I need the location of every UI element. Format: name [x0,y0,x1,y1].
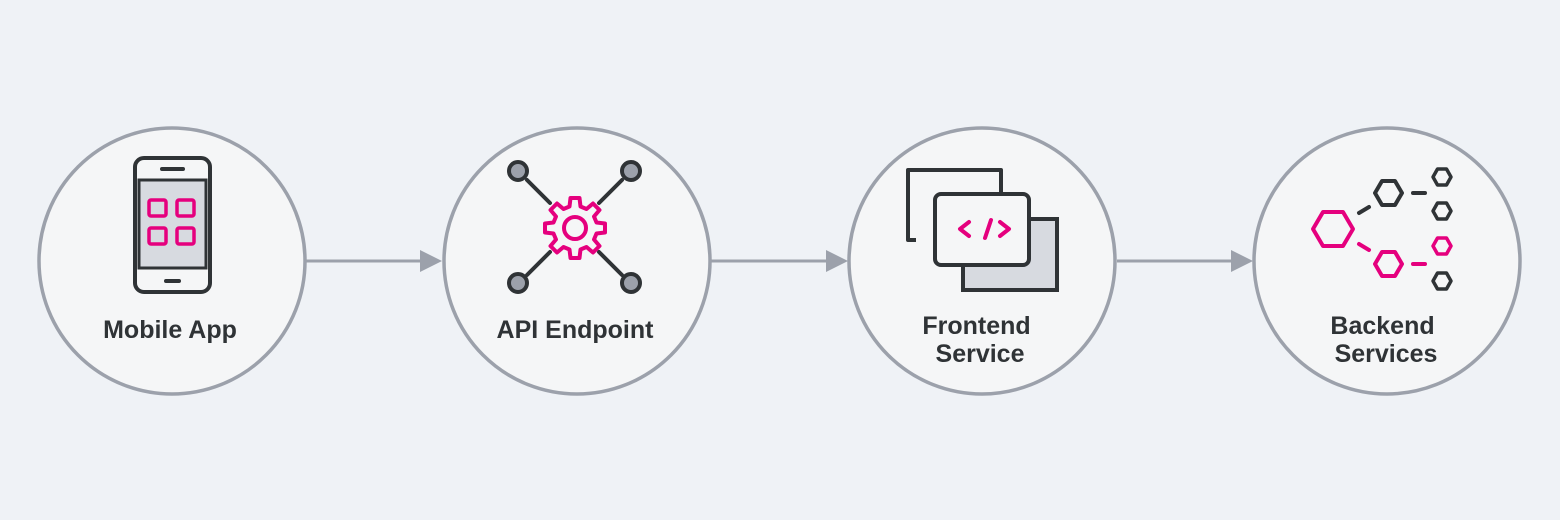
edge-api-to-frontend [711,250,848,272]
node-label-line: Mobile App [103,316,237,344]
hexagon-icon [1431,271,1453,291]
node-backend-services[interactable]: Backend Services [1252,126,1522,396]
node-label-line: Frontend [922,312,1030,340]
app-grid-icon [147,198,196,246]
hexagon-icon [1431,236,1453,256]
node-label: Backend Services [1330,312,1441,368]
node-label: API Endpoint [497,316,655,344]
arrowhead-icon [1231,250,1253,272]
node-mobile-app[interactable]: Mobile App [37,126,307,396]
arrowhead-icon [420,250,442,272]
gear-network-icon [507,160,642,294]
hexagon-icon [1311,210,1355,248]
hexagon-icon [1431,201,1453,221]
node-label: Mobile App [103,316,237,344]
smartphone-icon [133,156,212,294]
edge-mobile-to-api [306,250,442,272]
hexagon-icon [1373,250,1404,278]
node-label-line: API Endpoint [497,316,655,344]
node-label-line: Services [1335,340,1438,368]
code-windows-icon [906,168,1059,292]
node-frontend-service[interactable]: Frontend Service [847,126,1117,396]
edge-frontend-to-backend [1117,250,1253,272]
hexagon-network-icon [1311,167,1453,291]
hexagon-icon [1373,179,1404,207]
node-label: Frontend Service [922,312,1037,368]
node-label-line: Backend [1330,312,1434,340]
gear-icon [543,196,607,260]
hexagon-icon [1431,167,1453,187]
code-brackets-icon [958,218,1011,240]
node-api-endpoint[interactable]: API Endpoint [442,126,712,396]
node-label-line: Service [936,340,1025,368]
arrowhead-icon [826,250,848,272]
